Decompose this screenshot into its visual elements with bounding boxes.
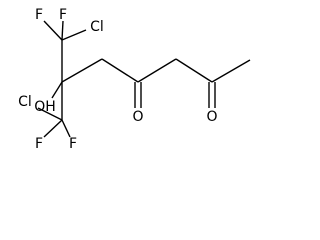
atom-label-hydroxyl: OH [34, 99, 56, 115]
bond-c-f-top-right [61, 20, 64, 41]
bond-ch2-2-carbonyl-2 [175, 58, 213, 83]
bond-c-oh [51, 81, 63, 99]
bond-c-cl-top [61, 29, 87, 41]
bond-ch2-carbonyl-1 [101, 58, 139, 83]
atom-label-f-bottom-right: F [69, 136, 77, 152]
bond-c-f-top-left [43, 20, 63, 41]
bond-c-f-bottom-left [43, 119, 63, 138]
atom-label-cl-left: Cl [18, 94, 32, 110]
atom-label-ketone-o-2: O [206, 109, 217, 125]
atom-label-f-top-left: F [35, 7, 43, 23]
bond-carbonyl-1-ch2-2 [137, 58, 177, 83]
bond-c-ch2-1 [61, 58, 103, 83]
atom-label-ketone-o-1: O [132, 109, 143, 125]
bond-c-cl-left [37, 107, 63, 121]
bond-c-f-bottom-right [61, 119, 71, 138]
atom-label-cl-top: Cl [90, 19, 104, 35]
atom-label-f-top-right: F [59, 7, 67, 23]
atom-label-f-bottom-left: F [35, 136, 43, 152]
chemical-structure: F F Cl Cl F F OH O O [18, 7, 251, 152]
bond-carbonyl-2-methyl [211, 59, 251, 83]
